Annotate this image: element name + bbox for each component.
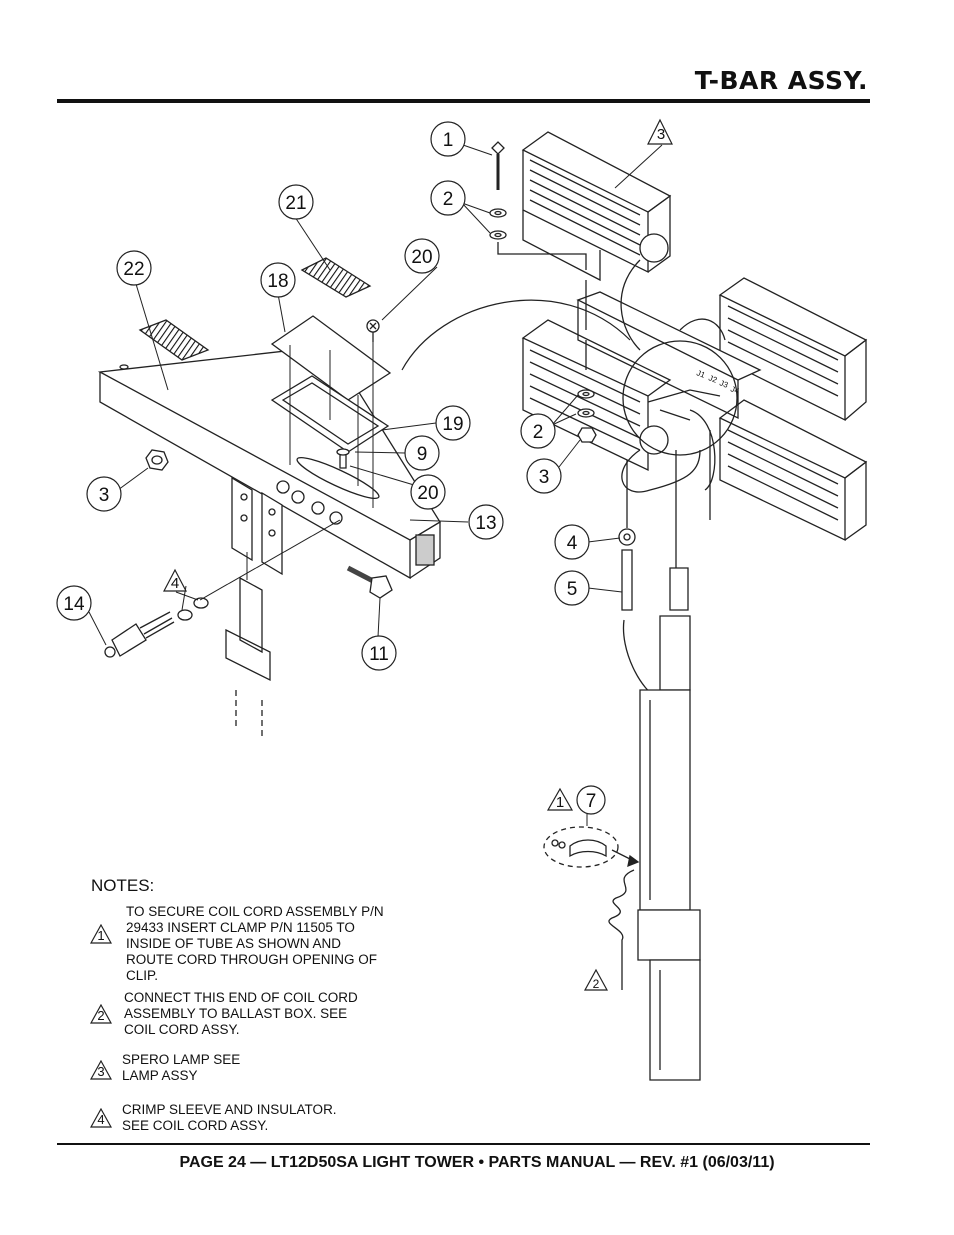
- callout-4: 4: [567, 533, 578, 554]
- screw-20: [366, 319, 380, 342]
- note-4-flag: 4: [90, 1108, 112, 1128]
- junction-detail-circle: [622, 340, 738, 456]
- header-rule: [57, 99, 870, 103]
- note-1-text: TO SECURE COIL CORD ASSEMBLY P/N 29433 I…: [126, 904, 384, 983]
- callout-11: 11: [369, 644, 389, 665]
- callout-20: 20: [411, 247, 432, 268]
- page-title: T-BAR ASSY.: [694, 66, 868, 95]
- callout-18: 18: [267, 271, 288, 292]
- footer-rule: [57, 1143, 870, 1145]
- mounting-brackets: [231, 476, 283, 576]
- nut-3-right: [577, 427, 597, 443]
- lower-mast-left: [225, 576, 271, 740]
- callout-5: 5: [567, 579, 578, 600]
- nut-4: [618, 528, 636, 546]
- callout-2: 2: [533, 422, 544, 443]
- callout-3: 3: [99, 485, 110, 506]
- note-flag-4: 4: [171, 575, 179, 592]
- connector-14: [104, 597, 209, 658]
- washers-2-top: [489, 208, 507, 240]
- connector-label-j4: J4: [729, 384, 741, 396]
- connector-5: [621, 549, 661, 701]
- bolt-11: [346, 565, 393, 599]
- callout-2: 2: [443, 189, 454, 210]
- callout-22: 22: [123, 259, 144, 280]
- callout-9: 9: [417, 444, 428, 465]
- label-21: [300, 257, 372, 298]
- callout-3: 3: [539, 467, 550, 488]
- t-bar-center: [576, 291, 762, 420]
- clamp-7: [543, 826, 640, 868]
- connector-label-j3: J3: [718, 378, 730, 390]
- callout-19: 19: [442, 414, 463, 435]
- note-flag-3: 3: [657, 126, 665, 143]
- note-3-text: SPERO LAMP SEE LAMP ASSY: [122, 1052, 241, 1083]
- connector-label-j1: J1: [695, 368, 707, 380]
- lamp-housing-right-bottom: [718, 399, 868, 542]
- callout-7: 7: [586, 791, 597, 812]
- plate-18: [270, 315, 392, 401]
- lamp-housing-mid-left: [521, 319, 672, 472]
- callout-1: 1: [443, 130, 454, 151]
- note-2-flag: 2: [90, 1004, 112, 1024]
- lamp-housing-right-top: [718, 277, 868, 422]
- washers-2-bottom: [577, 389, 595, 418]
- coil-cords: [620, 259, 726, 493]
- note-3-flag: 3: [90, 1060, 112, 1080]
- callout-14: 14: [63, 594, 85, 615]
- label-22: [138, 319, 210, 361]
- callout-20: 20: [417, 483, 438, 504]
- note-4-text: CRIMP SLEEVE AND INSULATOR. SEE COIL COR…: [122, 1102, 337, 1133]
- stud-9: [336, 448, 350, 469]
- page-footer: PAGE 24 — LT12D50SA LIGHT TOWER • PARTS …: [179, 1154, 775, 1171]
- connector-label-j2: J2: [707, 373, 719, 385]
- callout-21: 21: [285, 193, 306, 214]
- callout-13: 13: [475, 513, 496, 534]
- coil-cord-bottom: [608, 869, 635, 990]
- lamp-housing-top: [521, 131, 672, 282]
- bolt-1: [491, 141, 505, 190]
- note-2-text: CONNECT THIS END OF COIL CORD ASSEMBLY T…: [124, 990, 358, 1037]
- nut-3-left: [145, 449, 169, 471]
- note-flag-2: 2: [593, 977, 600, 991]
- notes-heading: NOTES:: [91, 876, 155, 895]
- note-1-flag: 1: [90, 924, 112, 944]
- mast: [637, 567, 701, 1081]
- note-flag-1: 1: [556, 794, 564, 811]
